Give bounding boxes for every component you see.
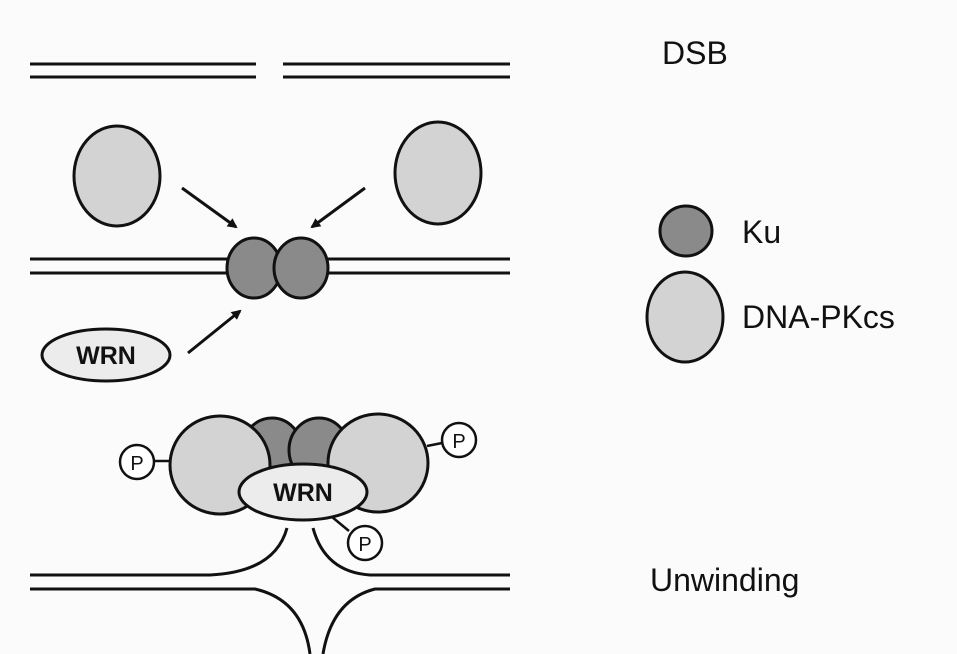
dsb-label: DSB — [662, 35, 728, 71]
dna-pkcs-legend-label: DNA-PKcs — [742, 299, 895, 335]
dna-pkcs-legend-swatch — [645, 270, 725, 364]
arrow-wrn — [187, 309, 242, 355]
wrn-complex-label: WRN — [273, 479, 333, 507]
wrn-complex — [237, 462, 369, 522]
dsb-row — [30, 62, 510, 79]
phospho-link-right — [426, 441, 443, 448]
phospho-badge-left — [118, 443, 156, 481]
arrow-left-pkcs — [181, 186, 238, 229]
phospho-badge-left-label: P — [130, 453, 143, 475]
phospho-badge-right-label: P — [452, 431, 465, 453]
recruitment-row: WRN — [30, 120, 510, 383]
phospho-badge-right — [440, 421, 478, 459]
dna-unwinding — [30, 527, 510, 654]
dna-pkcs-free-right — [393, 120, 483, 226]
dna-broken-left — [30, 62, 256, 79]
ku-legend-label: Ku — [742, 214, 781, 250]
legend: DSB Ku DNA-PKcs — [645, 35, 895, 364]
ku-bound-right — [272, 236, 330, 300]
ku-legend-swatch — [658, 204, 714, 258]
wrn-free-label: WRN — [76, 342, 136, 370]
wrn-free — [40, 327, 172, 383]
dna-broken-right — [283, 62, 510, 79]
phospho-badge-wrn-label: P — [358, 534, 371, 556]
complex-row: P P P WRN Unwinding — [30, 412, 799, 654]
unwinding-label: Unwinding — [650, 562, 799, 598]
phospho-badge-wrn — [346, 524, 384, 562]
arrow-right-pkcs — [310, 186, 366, 229]
dna-pkcs-free-left — [72, 124, 162, 228]
